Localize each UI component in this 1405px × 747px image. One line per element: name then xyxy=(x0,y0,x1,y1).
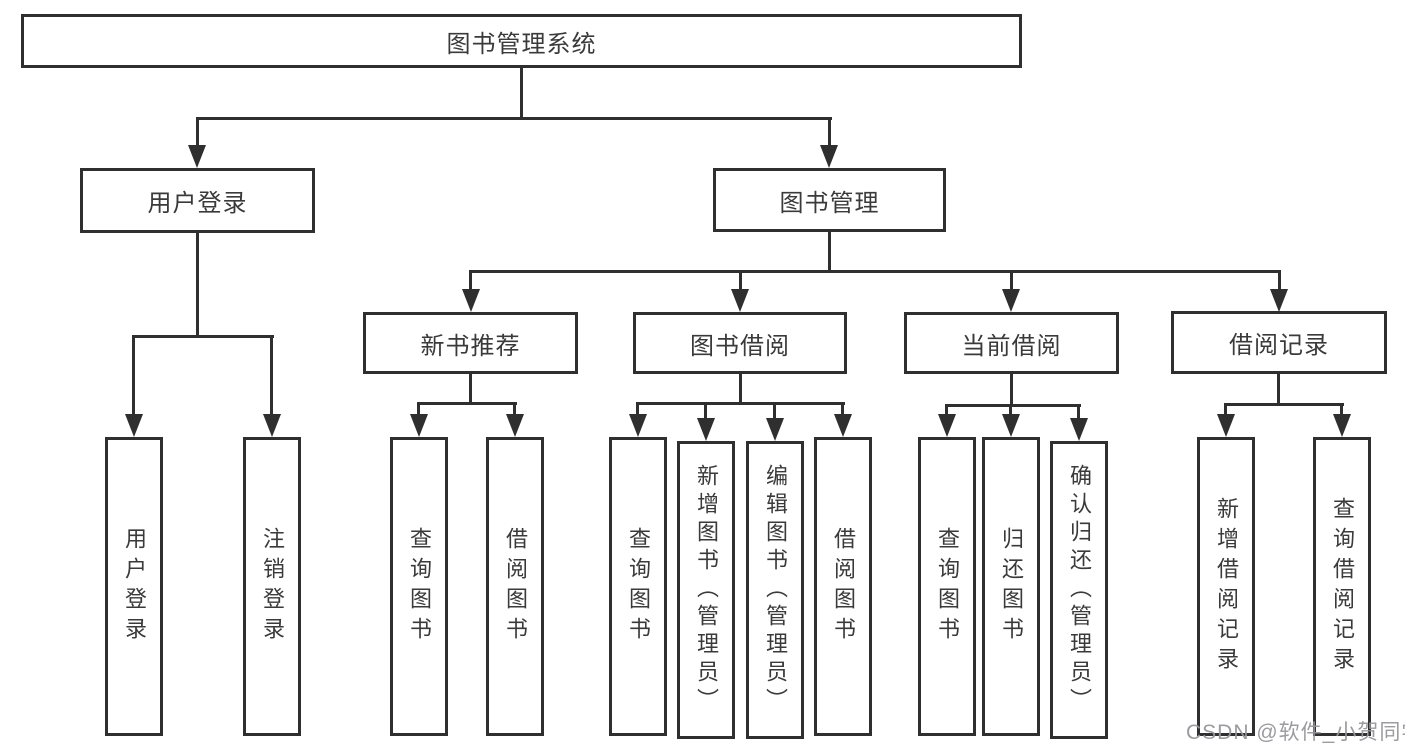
leaf-search-books-1: 查询图书 xyxy=(390,437,448,736)
node-label: 借阅记录 xyxy=(1229,332,1329,359)
connector-line xyxy=(1010,270,1013,291)
leaf-search-borrow-record: 查询借阅记录 xyxy=(1313,437,1371,736)
node-label: 图书管理 xyxy=(779,189,880,217)
connector-line xyxy=(417,402,420,416)
arrowhead-down-icon xyxy=(1002,414,1020,437)
leaf-return-books: 归还图书 xyxy=(982,437,1040,736)
leaf-borrow-books-1: 借阅图书 xyxy=(486,437,544,736)
leaf-label: 查询图书 xyxy=(407,526,432,647)
leaf-search-books-3: 查询图书 xyxy=(918,437,976,736)
leaf-label: 确认归还（管理员） xyxy=(1067,464,1092,716)
connector-line xyxy=(469,270,472,291)
connector-line xyxy=(132,335,135,415)
connector-line xyxy=(520,66,523,120)
leaf-label: 借阅图书 xyxy=(503,526,528,647)
leaf-edit-books-admin: 编辑图书（管理员） xyxy=(746,441,804,739)
watermark: CSDN @软件_小贺同学 xyxy=(1186,721,1405,744)
arrowhead-down-icon xyxy=(1002,289,1020,312)
arrowhead-down-icon xyxy=(263,414,281,437)
arrowhead-down-icon xyxy=(731,289,749,312)
leaf-label: 新增图书（管理员） xyxy=(694,464,719,716)
connector-line xyxy=(1009,404,1012,416)
node-label: 当前借阅 xyxy=(961,332,1062,360)
connector-line xyxy=(739,270,742,291)
connector-line xyxy=(469,270,1281,273)
arrowhead-down-icon xyxy=(188,145,206,168)
leaf-label: 查询图书 xyxy=(935,526,960,647)
connector-line xyxy=(1077,404,1080,420)
node-label: 用户登录 xyxy=(147,190,248,217)
connector-line xyxy=(773,402,776,420)
arrowhead-down-icon xyxy=(1070,418,1088,441)
connector-line xyxy=(1278,270,1281,291)
node-book-borrow: 图书借阅 xyxy=(633,312,847,374)
connector-line xyxy=(945,404,1081,407)
node-borrow-records: 借阅记录 xyxy=(1171,311,1387,374)
leaf-label: 查询借阅记录 xyxy=(1330,496,1355,677)
connector-line xyxy=(828,229,831,273)
connector-line xyxy=(196,117,199,147)
node-label: 图书管理系统 xyxy=(446,30,597,58)
connector-line xyxy=(132,335,274,338)
connector-line xyxy=(841,402,844,416)
connector-line xyxy=(704,402,707,420)
connector-line xyxy=(417,402,517,405)
leaf-add-books-admin: 新增图书（管理员） xyxy=(677,441,735,739)
connector-line xyxy=(196,117,832,120)
connector-line xyxy=(1224,403,1344,406)
arrowhead-down-icon xyxy=(462,289,480,312)
leaf-label: 新增借阅记录 xyxy=(1214,496,1239,677)
node-user-login: 用户登录 xyxy=(80,168,315,233)
arrowhead-down-icon xyxy=(697,418,715,441)
arrowhead-down-icon xyxy=(125,414,143,437)
arrowhead-down-icon xyxy=(1217,414,1235,437)
arrowhead-down-icon xyxy=(629,414,647,437)
connector-line xyxy=(513,402,516,416)
leaf-label: 归还图书 xyxy=(999,526,1024,647)
node-library-management-system: 图书管理系统 xyxy=(21,14,1022,68)
arrowhead-down-icon xyxy=(938,414,956,437)
arrowhead-down-icon xyxy=(506,414,524,437)
leaf-label: 用户登录 xyxy=(122,526,147,647)
arrowhead-down-icon xyxy=(410,414,428,437)
connector-line xyxy=(1340,403,1343,416)
connector-line xyxy=(636,402,639,416)
connector-line xyxy=(1224,403,1227,416)
arrowhead-down-icon xyxy=(834,414,852,437)
connector-line xyxy=(636,402,845,405)
connector-line xyxy=(1010,371,1013,407)
node-label: 图书借阅 xyxy=(690,332,790,360)
connector-line xyxy=(1277,371,1280,406)
leaf-label: 借阅图书 xyxy=(831,526,856,647)
leaf-search-books-2: 查询图书 xyxy=(609,437,667,736)
leaf-add-borrow-record: 新增借阅记录 xyxy=(1197,437,1255,736)
connector-line xyxy=(945,404,948,416)
connector-line xyxy=(270,335,273,415)
node-current-borrow: 当前借阅 xyxy=(904,312,1119,374)
leaf-borrow-books-2: 借阅图书 xyxy=(814,437,872,736)
arrowhead-down-icon xyxy=(1333,414,1351,437)
arrowhead-down-icon xyxy=(820,145,838,168)
connector-line xyxy=(196,230,199,338)
connector-line xyxy=(828,117,831,147)
connector-line xyxy=(469,371,472,405)
leaf-confirm-return-admin: 确认归还（管理员） xyxy=(1050,441,1108,739)
arrowhead-down-icon xyxy=(1270,289,1288,312)
node-label: 新书推荐 xyxy=(420,332,521,360)
leaf-label: 编辑图书（管理员） xyxy=(763,464,788,716)
arrowhead-down-icon xyxy=(766,418,784,441)
node-new-book-recommend: 新书推荐 xyxy=(363,312,578,374)
connector-line xyxy=(739,371,742,405)
leaf-logout: 注销登录 xyxy=(243,437,301,736)
node-book-management: 图书管理 xyxy=(713,168,946,232)
leaf-label: 注销登录 xyxy=(260,526,285,647)
leaf-user-login: 用户登录 xyxy=(105,437,163,736)
leaf-label: 查询图书 xyxy=(626,526,651,647)
